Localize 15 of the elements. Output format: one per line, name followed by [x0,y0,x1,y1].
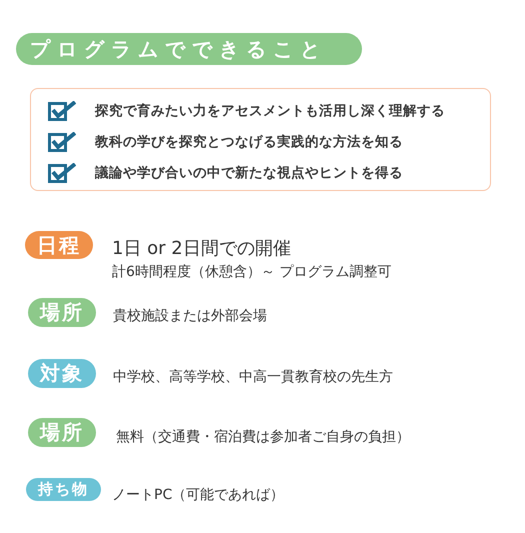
checklist-item: 探究で育みたい力をアセスメントも活用し深く理解する [95,102,445,120]
detail-text: ノートPC（可能であれば） [112,486,284,504]
label-pill: 日程 [25,231,93,259]
label-pill: 持ち物 [26,478,101,501]
checklist-item: 教科の学びを探究とつなげる実践的な方法を知る [95,133,403,151]
label-pill: 場所 [28,418,96,447]
detail-note: 計6時間程度（休憩含）～ プログラム調整可 [112,263,392,281]
checklist-item: 議論や学び合いの中で新たな視点やヒントを得る [95,164,403,182]
label-pill: 対象 [28,359,96,388]
label-pill: 場所 [28,298,96,327]
detail-text: 貴校施設または外部会場 [113,307,267,325]
detail-text: 1日 or 2日間での開催 [112,237,291,260]
detail-text: 中学校、高等学校、中高一貫教育校の先生方 [113,368,393,386]
detail-text: 無料（交通費・宿泊費は参加者ご自身の負担） [116,428,410,446]
title-banner: プログラムでできること [16,33,362,65]
